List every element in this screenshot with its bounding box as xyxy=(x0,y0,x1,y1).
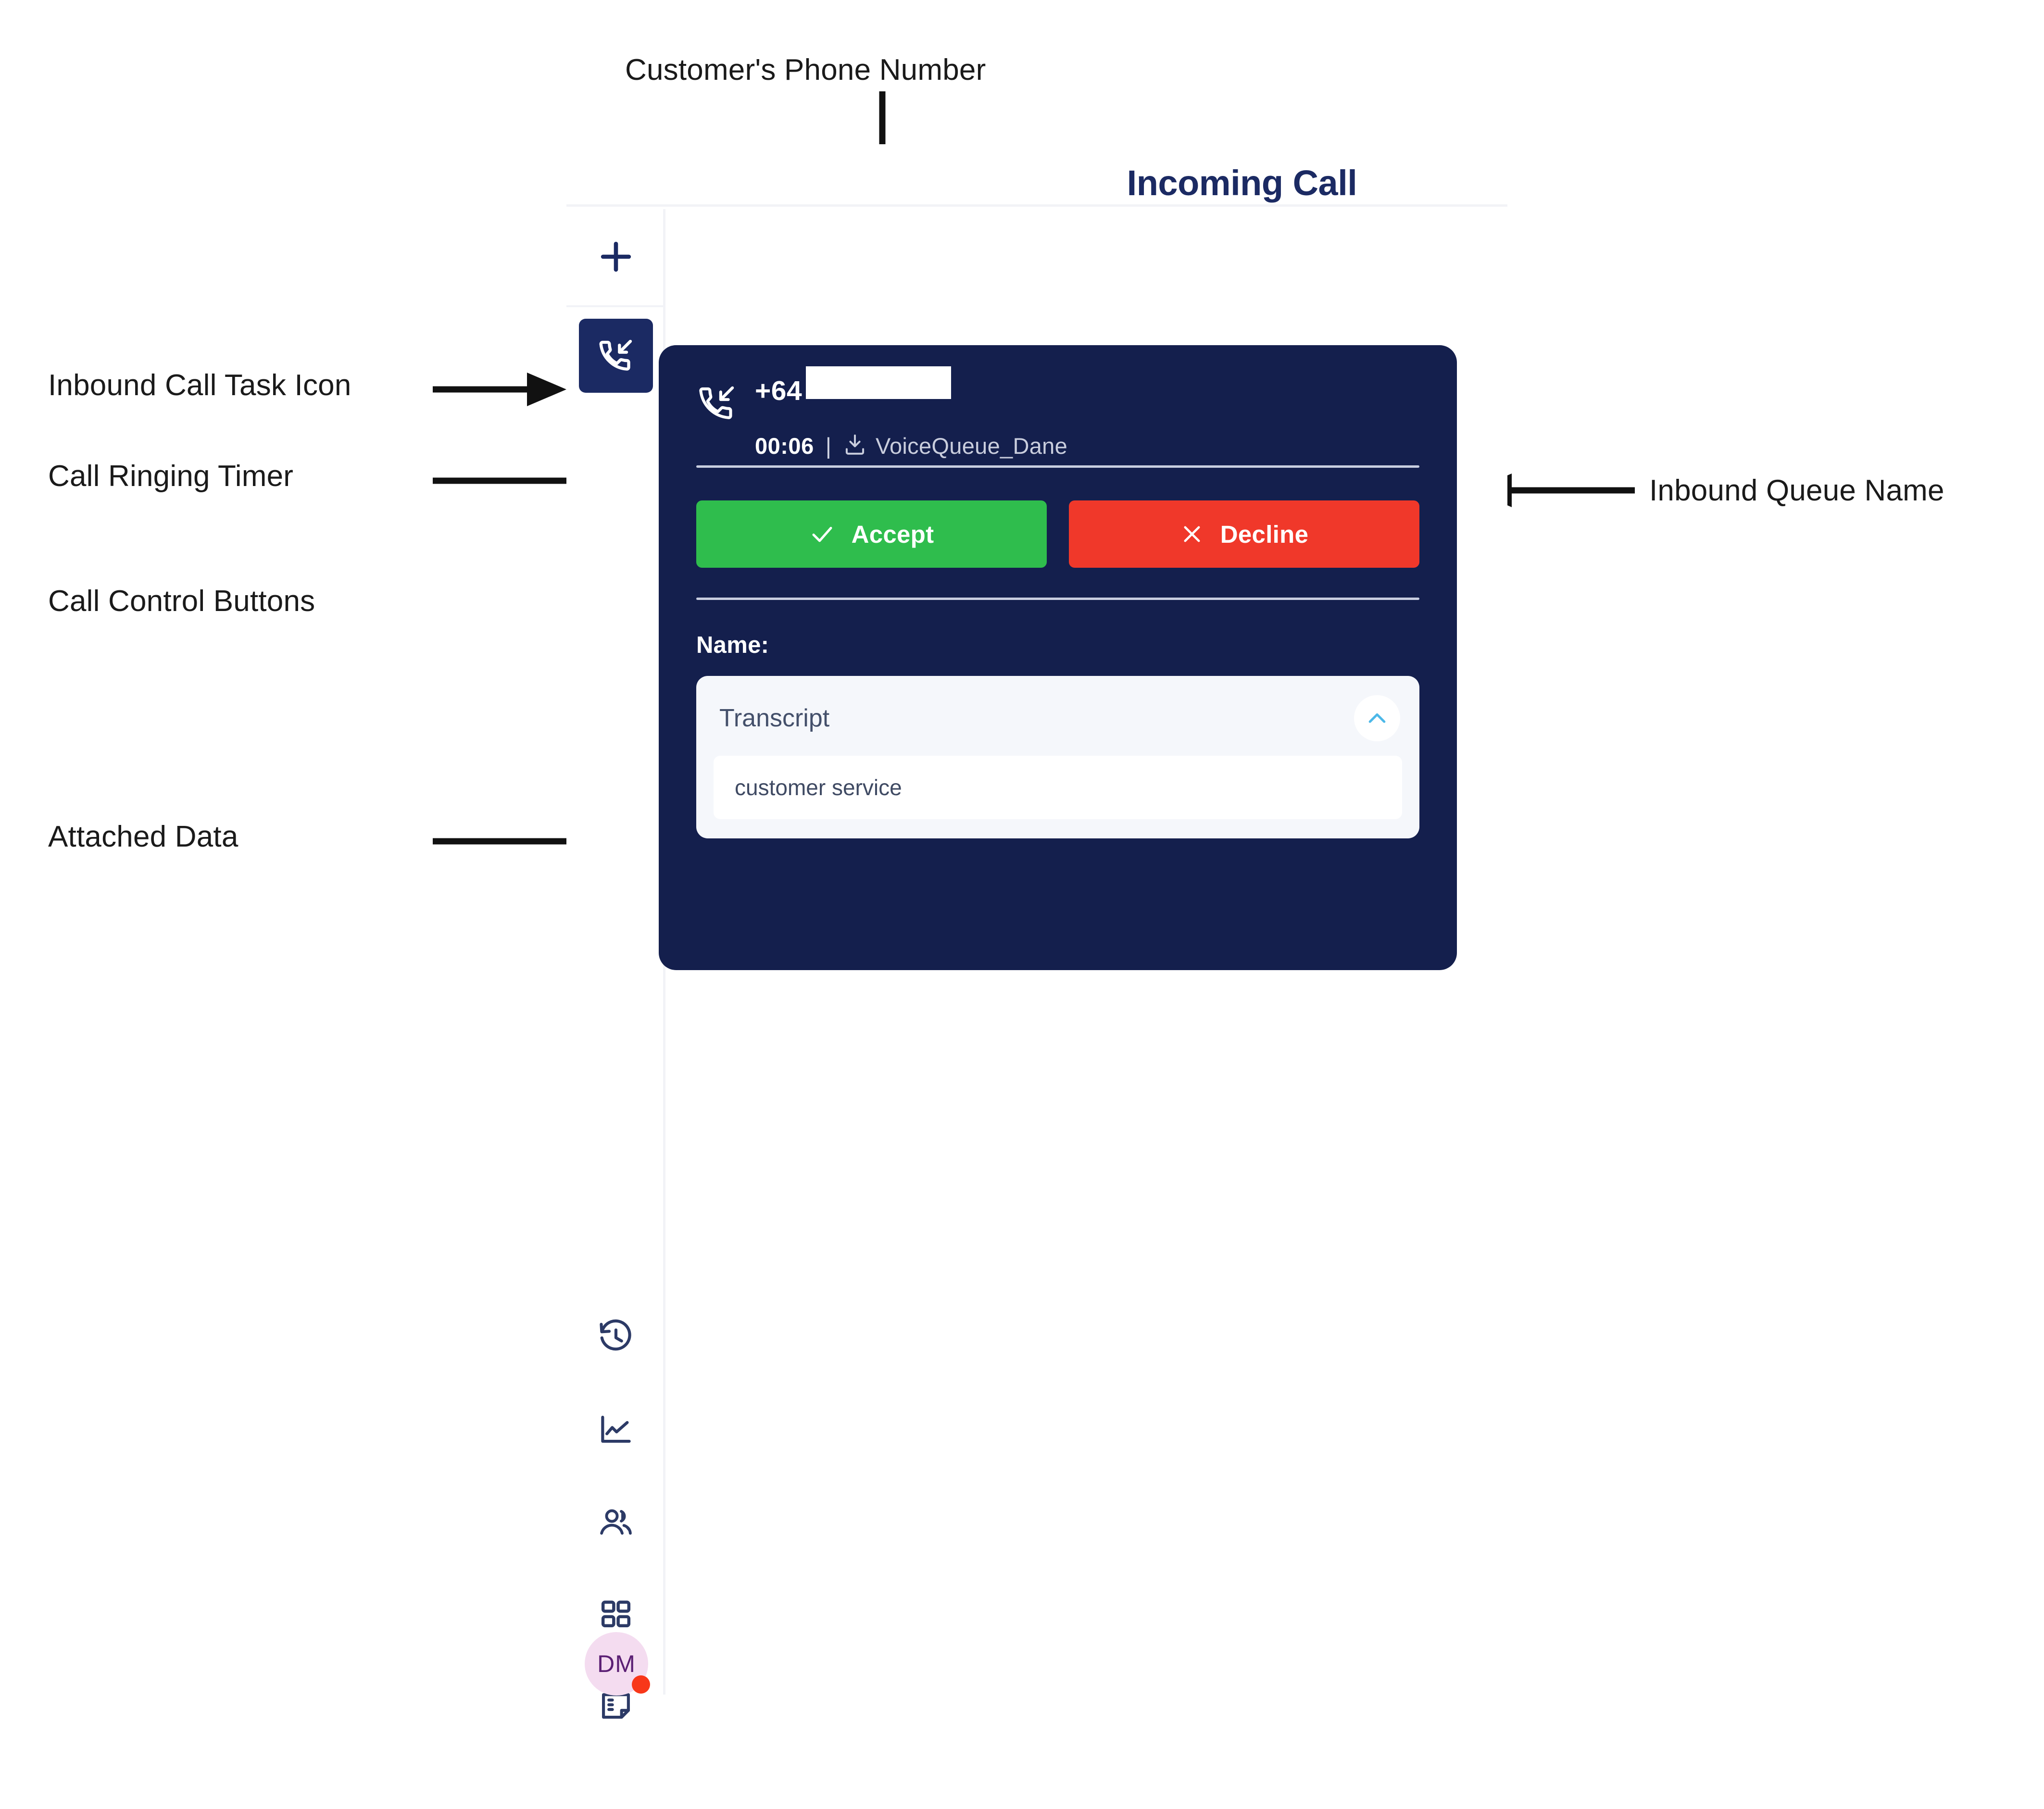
sidebar-item-analytics[interactable] xyxy=(579,1393,653,1467)
cross-icon xyxy=(1180,522,1204,546)
grid-apps-icon xyxy=(598,1597,634,1632)
app-header: Incoming Call xyxy=(566,144,1507,207)
sidebar-item-inbound-call-task[interactable] xyxy=(579,319,653,393)
inbound-call-icon xyxy=(597,337,635,375)
status-badge xyxy=(632,1675,650,1694)
divider-top xyxy=(696,465,1419,468)
sidebar-item-contacts[interactable] xyxy=(579,1485,653,1559)
sidebar-item-add-task[interactable] xyxy=(579,220,653,294)
sidebar-item-apps[interactable] xyxy=(579,1577,653,1651)
inbound-call-icon xyxy=(696,383,738,426)
page-title: Incoming Call xyxy=(1127,163,1357,203)
divider-bottom xyxy=(696,598,1419,600)
annotation-inbound-call-task-icon: Inbound Call Task Icon xyxy=(48,369,351,402)
sidebar-rail xyxy=(566,209,665,1719)
call-ringing-timer: 00:06 xyxy=(755,433,814,459)
annotation-inbound-queue-name: Inbound Queue Name xyxy=(1649,474,1944,507)
sidebar-item-notes[interactable] xyxy=(579,1669,653,1743)
annotation-call-ringing-timer: Call Ringing Timer xyxy=(48,460,294,493)
plus-icon xyxy=(595,236,637,277)
phone-number-redaction xyxy=(806,366,951,399)
meta-separator: | xyxy=(825,433,831,459)
history-clock-icon xyxy=(597,1319,635,1356)
inbound-queue-icon xyxy=(843,433,867,459)
incoming-call-card: +64 00:06 | VoiceQueue_Dane xyxy=(659,345,1457,970)
accept-button[interactable]: Accept xyxy=(696,500,1047,568)
accept-button-label: Accept xyxy=(851,520,934,548)
annotation-attached-data: Attached Data xyxy=(48,820,238,853)
call-control-buttons: Accept Decline xyxy=(696,500,1419,568)
rail-divider xyxy=(566,305,665,307)
call-card-header: +64 00:06 | VoiceQueue_Dane xyxy=(696,345,1419,465)
people-icon xyxy=(597,1503,635,1541)
decline-button[interactable]: Decline xyxy=(1069,500,1419,568)
transcript-title: Transcript xyxy=(719,704,830,732)
transcript-header: Transcript xyxy=(714,692,1402,741)
chevron-up-icon xyxy=(1364,705,1390,731)
inbound-queue-name: VoiceQueue_Dane xyxy=(875,433,1068,459)
sidebar-item-history[interactable] xyxy=(579,1300,653,1374)
note-icon xyxy=(598,1688,634,1723)
call-meta-row: 00:06 | VoiceQueue_Dane xyxy=(755,433,1067,459)
avatar-initials: DM xyxy=(585,1632,648,1696)
check-icon xyxy=(809,521,835,547)
avatar[interactable]: DM xyxy=(585,1632,650,1696)
transcript-panel: Transcript customer service xyxy=(696,676,1419,838)
line-chart-icon xyxy=(597,1411,635,1448)
annotation-arrow-inbound-call-task-icon xyxy=(433,373,567,406)
annotation-call-control-buttons: Call Control Buttons xyxy=(48,585,315,618)
attached-data-label: Name: xyxy=(696,632,769,658)
annotation-customers-phone-number: Customer's Phone Number xyxy=(625,53,986,87)
decline-button-label: Decline xyxy=(1220,520,1309,548)
customer-phone-number: +64 xyxy=(755,375,803,406)
transcript-collapse-button[interactable] xyxy=(1354,695,1400,741)
transcript-value: customer service xyxy=(714,756,1402,819)
